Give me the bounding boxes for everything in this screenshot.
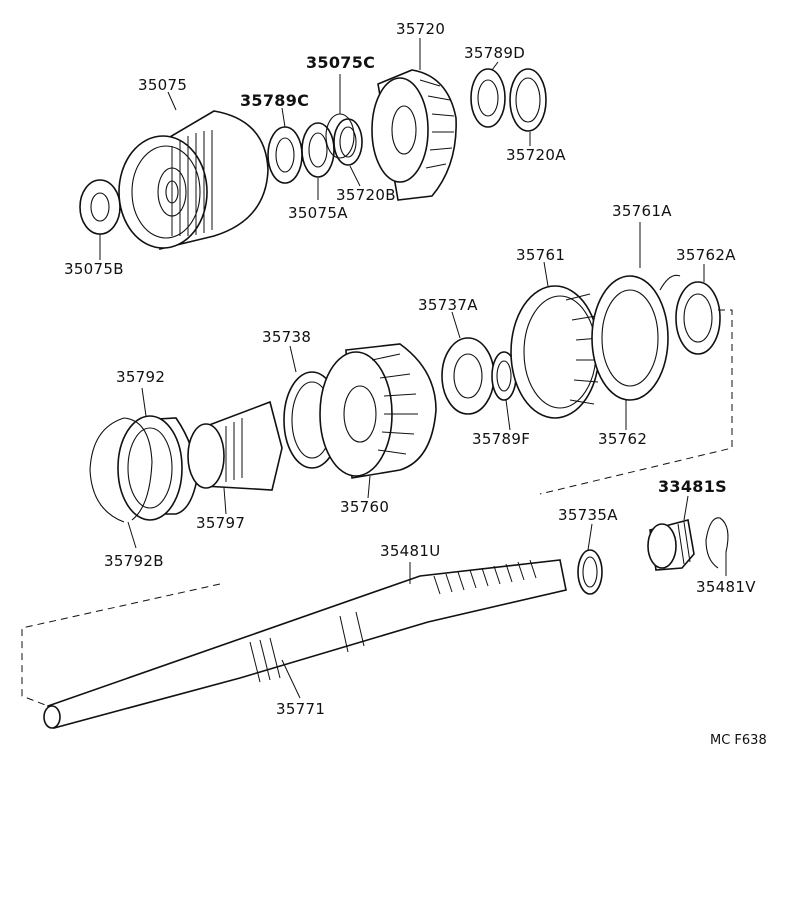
label-35761A: 35761A xyxy=(612,202,672,220)
label-35792B: 35792B xyxy=(104,552,164,570)
label-35720A: 35720A xyxy=(506,146,566,164)
middle-row-leaders xyxy=(127,222,705,549)
label-35789C: 35789C xyxy=(240,91,309,110)
label-35735A: 35735A xyxy=(558,506,618,524)
part-35761A-snap-ring[interactable] xyxy=(659,274,681,291)
label-35075A: 35075A xyxy=(288,204,348,222)
part-35771-shaft[interactable] xyxy=(43,559,567,729)
label-35792: 35792 xyxy=(116,368,165,386)
part-35789C-washer[interactable] xyxy=(267,126,303,184)
label-35075: 35075 xyxy=(138,76,187,94)
label-35789D: 35789D xyxy=(464,44,525,62)
part-labels: 35075 35075C 35720 35789D 35789C 35720A … xyxy=(64,20,767,748)
label-35075B: 35075B xyxy=(64,260,124,278)
part-35737A-plate[interactable] xyxy=(441,337,495,415)
part-35075B-washer[interactable] xyxy=(79,179,121,235)
label-35720B: 35720B xyxy=(336,186,396,204)
part-35762A-ring[interactable] xyxy=(675,281,721,355)
part-35789D-washer[interactable] xyxy=(470,68,506,128)
label-35075C: 35075C xyxy=(306,53,375,72)
diagram-code: MC F638 xyxy=(710,733,767,748)
part-35760-gear[interactable] xyxy=(319,343,437,479)
label-35737A: 35737A xyxy=(418,296,478,314)
part-35792B-snap-ring[interactable] xyxy=(89,417,153,523)
part-35075-drum[interactable] xyxy=(118,110,269,251)
label-35761: 35761 xyxy=(516,246,565,264)
part-35481V-snap-ring[interactable] xyxy=(705,517,729,569)
top-row-leaders xyxy=(99,38,531,260)
part-35792-clutch[interactable] xyxy=(117,415,197,521)
label-35481U: 35481U xyxy=(380,542,441,560)
label-33481S: 33481S xyxy=(658,477,727,496)
label-35481V: 35481V xyxy=(696,578,756,596)
label-35738: 35738 xyxy=(262,328,311,346)
label-35797: 35797 xyxy=(196,514,245,532)
part-35735A-ring[interactable] xyxy=(577,549,603,595)
part-35762-hub[interactable] xyxy=(591,275,669,401)
part-35720B-race[interactable] xyxy=(333,118,363,166)
part-35761-drum[interactable] xyxy=(510,285,601,419)
part-35720-carrier[interactable] xyxy=(371,69,457,201)
label-35760: 35760 xyxy=(340,498,389,516)
part-33481S-nut[interactable] xyxy=(647,519,695,571)
lower-row-leaders xyxy=(281,495,727,699)
label-35762A: 35762A xyxy=(676,246,736,264)
label-35789F: 35789F xyxy=(472,430,530,448)
part-35797-hub[interactable] xyxy=(187,400,283,491)
part-35789F-washer[interactable] xyxy=(491,351,517,401)
part-35720A-bearing[interactable] xyxy=(509,68,547,132)
label-35771: 35771 xyxy=(276,700,325,718)
dashed-connectors xyxy=(21,309,733,707)
label-35762: 35762 xyxy=(598,430,647,448)
label-35720: 35720 xyxy=(396,20,445,38)
